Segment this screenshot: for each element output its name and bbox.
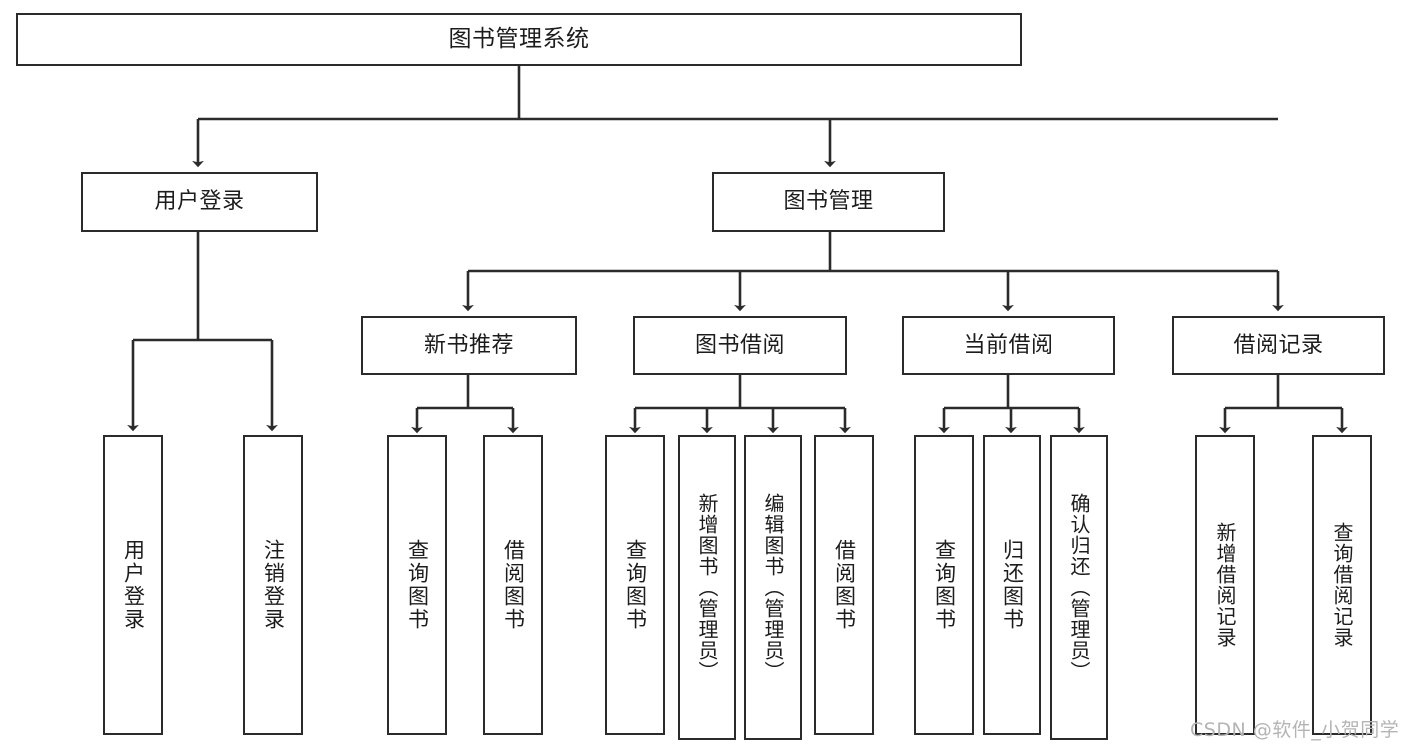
node-leaf-borrow-book-2-label: 借阅图书 xyxy=(832,539,857,631)
node-leaf-edit-book[interactable]: 编辑图书（管理员） xyxy=(744,435,802,740)
node-book-manage-label: 图书管理 xyxy=(783,189,874,215)
node-leaf-confirm-return[interactable]: 确认归还（管理员） xyxy=(1050,435,1108,740)
node-leaf-edit-book-label: 编辑图书（管理员） xyxy=(761,493,785,682)
node-root[interactable]: 图书管理系统 xyxy=(16,13,1022,66)
node-leaf-query-book-1-label: 查询图书 xyxy=(405,539,430,631)
node-new-book-rec[interactable]: 新书推荐 xyxy=(361,316,577,375)
node-leaf-user-login-label: 用户登录 xyxy=(121,539,146,631)
node-leaf-return-book-label: 归还图书 xyxy=(1000,539,1025,631)
node-leaf-borrow-book-1-label: 借阅图书 xyxy=(501,539,526,631)
node-leaf-logout[interactable]: 注销登录 xyxy=(243,435,303,735)
node-book-manage[interactable]: 图书管理 xyxy=(712,172,945,232)
node-leaf-borrow-book-2[interactable]: 借阅图书 xyxy=(814,435,874,735)
node-current-borrow-label: 当前借阅 xyxy=(963,332,1054,358)
node-new-book-rec-label: 新书推荐 xyxy=(423,332,514,358)
node-leaf-user-login[interactable]: 用户登录 xyxy=(103,435,163,735)
node-leaf-add-record[interactable]: 新增借阅记录 xyxy=(1195,435,1255,735)
node-leaf-query-book-2-label: 查询图书 xyxy=(623,539,648,631)
node-book-borrow-label: 图书借阅 xyxy=(694,332,785,358)
node-borrow-record[interactable]: 借阅记录 xyxy=(1172,316,1385,375)
node-root-label: 图书管理系统 xyxy=(448,26,590,53)
node-leaf-add-record-label: 新增借阅记录 xyxy=(1213,522,1237,648)
node-current-borrow[interactable]: 当前借阅 xyxy=(902,316,1115,375)
csdn-watermark: CSDN @软件_小贺同学 xyxy=(1190,719,1400,741)
node-leaf-confirm-return-label: 确认归还（管理员） xyxy=(1067,493,1091,682)
node-leaf-query-record[interactable]: 查询借阅记录 xyxy=(1312,435,1372,735)
node-user-login-label: 用户登录 xyxy=(154,189,245,215)
node-leaf-query-record-label: 查询借阅记录 xyxy=(1330,522,1354,648)
node-leaf-add-book[interactable]: 新增图书（管理员） xyxy=(678,435,736,740)
node-leaf-add-book-label: 新增图书（管理员） xyxy=(695,493,719,682)
node-leaf-query-book-3[interactable]: 查询图书 xyxy=(914,435,974,735)
node-leaf-borrow-book-1[interactable]: 借阅图书 xyxy=(483,435,543,735)
node-leaf-query-book-1[interactable]: 查询图书 xyxy=(387,435,447,735)
node-leaf-logout-label: 注销登录 xyxy=(261,539,286,631)
node-user-login[interactable]: 用户登录 xyxy=(81,172,318,232)
node-leaf-query-book-2[interactable]: 查询图书 xyxy=(605,435,665,735)
node-book-borrow[interactable]: 图书借阅 xyxy=(633,316,847,375)
node-leaf-return-book[interactable]: 归还图书 xyxy=(983,435,1041,735)
node-borrow-record-label: 借阅记录 xyxy=(1233,332,1324,358)
node-leaf-query-book-3-label: 查询图书 xyxy=(932,539,957,631)
